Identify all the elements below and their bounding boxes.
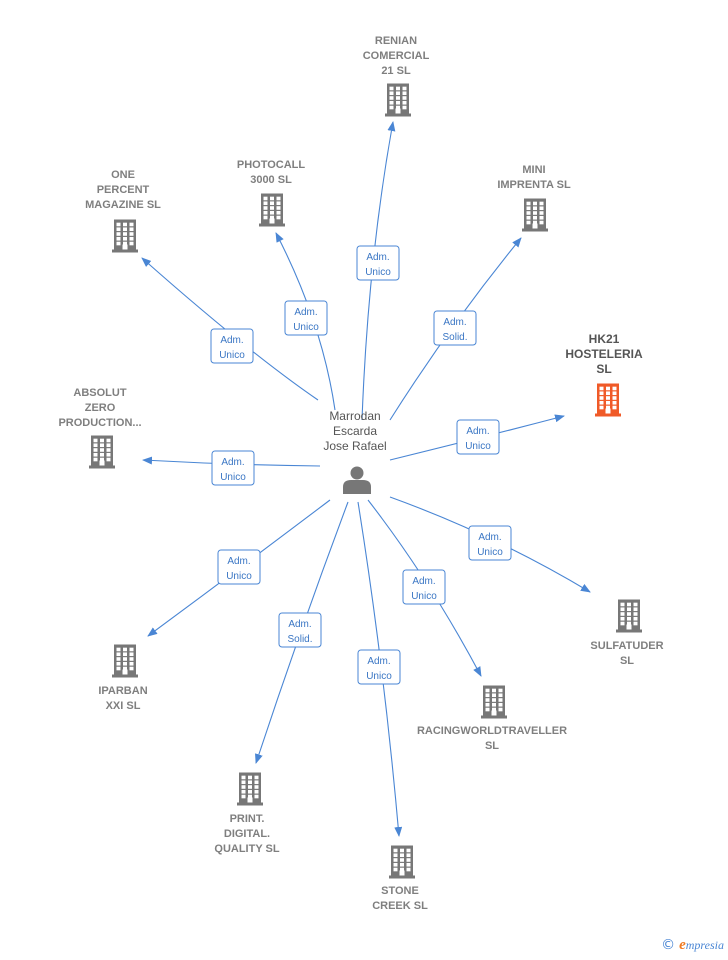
role-badge-mini: Adm. Solid. bbox=[433, 310, 477, 346]
svg-text:Unico: Unico bbox=[411, 591, 437, 602]
role-badge-sulfatuder: Adm. Unico bbox=[468, 525, 512, 561]
role-badge-print: Adm. Solid. bbox=[278, 612, 322, 648]
role-badge-photocall: Adm. Unico bbox=[284, 300, 328, 336]
copyright-icon: © bbox=[661, 937, 676, 953]
svg-text:Unico: Unico bbox=[366, 671, 392, 682]
svg-text:Unico: Unico bbox=[293, 322, 319, 333]
svg-text:Solid.: Solid. bbox=[287, 634, 312, 645]
svg-text:Adm.: Adm. bbox=[220, 335, 243, 346]
svg-text:Adm.: Adm. bbox=[412, 576, 435, 587]
role-badge-hk21: Adm. Unico bbox=[456, 419, 500, 455]
building-icon[interactable] bbox=[112, 219, 138, 253]
role-badge-absolut: Adm. Unico bbox=[211, 450, 255, 486]
building-icon[interactable] bbox=[237, 772, 263, 806]
svg-text:Unico: Unico bbox=[465, 441, 491, 452]
role-badge-onepercent: Adm. Unico bbox=[210, 328, 254, 364]
building-icon[interactable] bbox=[89, 435, 115, 469]
brand-name: mpresia bbox=[685, 938, 724, 952]
brand-initial: e bbox=[679, 937, 686, 953]
building-icon[interactable] bbox=[595, 383, 621, 417]
svg-text:Adm.: Adm. bbox=[221, 457, 244, 468]
role-badge-iparban: Adm. Unico bbox=[217, 549, 261, 585]
svg-text:Unico: Unico bbox=[219, 350, 245, 361]
role-badge-racing: Adm. Unico bbox=[402, 569, 446, 605]
building-icon[interactable] bbox=[112, 644, 138, 678]
svg-text:Adm.: Adm. bbox=[466, 426, 489, 437]
svg-text:Adm.: Adm. bbox=[443, 317, 466, 328]
svg-text:Unico: Unico bbox=[220, 472, 246, 483]
building-icon[interactable] bbox=[259, 193, 285, 227]
building-icon[interactable] bbox=[389, 845, 415, 879]
company-label-print[interactable]: PRINT.DIGITAL.QUALITY SL bbox=[214, 813, 279, 855]
svg-text:Adm.: Adm. bbox=[366, 252, 389, 263]
svg-text:Unico: Unico bbox=[226, 571, 252, 582]
svg-text:Adm.: Adm. bbox=[367, 656, 390, 667]
svg-text:Unico: Unico bbox=[477, 547, 503, 558]
svg-text:Adm.: Adm. bbox=[227, 556, 250, 567]
role-badge-stone: Adm. Unico bbox=[357, 649, 401, 685]
building-icon[interactable] bbox=[616, 599, 642, 633]
svg-text:Adm.: Adm. bbox=[478, 532, 501, 543]
building-icon[interactable] bbox=[385, 83, 411, 117]
footer-brand[interactable]: ©empresia bbox=[661, 937, 724, 954]
roles-layer: Adm.UnicoAdm.UnicoAdm.UnicoAdm.Solid.Adm… bbox=[210, 245, 512, 685]
building-icon[interactable] bbox=[481, 685, 507, 719]
svg-text:Solid.: Solid. bbox=[442, 332, 467, 343]
person-icon[interactable] bbox=[343, 466, 371, 495]
role-badge-renian: Adm. Unico bbox=[356, 245, 400, 281]
svg-text:Adm.: Adm. bbox=[294, 307, 317, 318]
svg-text:Adm.: Adm. bbox=[288, 619, 311, 630]
building-icon[interactable] bbox=[522, 198, 548, 232]
svg-text:Unico: Unico bbox=[365, 267, 391, 278]
